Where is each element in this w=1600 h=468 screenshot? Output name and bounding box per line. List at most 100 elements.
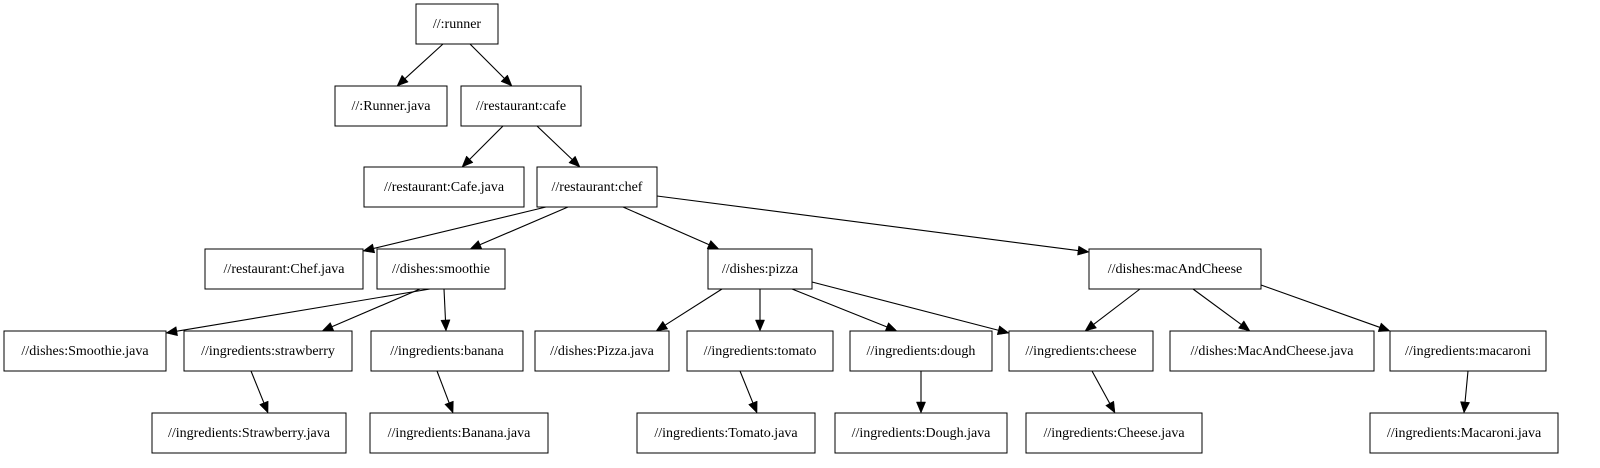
edge-arrowhead — [655, 320, 669, 332]
edge-line — [656, 195, 1079, 252]
graph-edge — [1091, 370, 1116, 414]
graph-edge — [250, 370, 269, 414]
graph-edge — [436, 370, 454, 414]
graph-edge — [469, 206, 569, 250]
edge-line — [404, 43, 444, 79]
graph-edge — [536, 125, 581, 168]
graph-edge — [811, 281, 1010, 335]
node-box[interactable] — [707, 248, 813, 290]
node-label: //ingredients:cheese — [1025, 344, 1136, 359]
node-box[interactable] — [834, 412, 1008, 454]
node-box[interactable] — [204, 248, 364, 290]
node-box[interactable] — [534, 330, 670, 372]
edge-line — [469, 43, 505, 79]
graph-node-mac_java[interactable]: //dishes:MacAndCheese.java — [1169, 330, 1375, 372]
graph-node-runner_java[interactable]: //:Runner.java — [334, 85, 448, 127]
node-label: //ingredients:Macaroni.java — [1387, 426, 1542, 441]
graph-edge — [1084, 288, 1141, 332]
node-label: //restaurant:chef — [552, 180, 643, 195]
node-label: //ingredients:tomato — [704, 344, 817, 359]
graph-edge — [362, 206, 547, 254]
graph-node-ing_macaroni[interactable]: //ingredients:macaroni — [1389, 330, 1547, 372]
edge-arrowhead — [996, 325, 1010, 335]
node-label: //ingredients:Tomato.java — [654, 426, 798, 441]
graph-node-dishes_pizza[interactable]: //dishes:pizza — [707, 248, 813, 290]
edge-line — [1093, 288, 1141, 325]
graph-edge — [1192, 288, 1251, 332]
edge-arrowhead — [748, 400, 758, 414]
node-box[interactable] — [363, 166, 525, 208]
graph-node-restaurant_chef[interactable]: //restaurant:chef — [536, 166, 658, 208]
graph-edge — [755, 289, 765, 332]
node-label: //dishes:Smoothie.java — [21, 344, 149, 359]
edge-line — [1464, 370, 1469, 403]
edge-arrowhead — [321, 321, 335, 332]
node-label: //ingredients:Dough.java — [852, 426, 992, 441]
graph-node-cheese_java[interactable]: //ingredients:Cheese.java — [1025, 412, 1203, 454]
edge-arrowhead — [884, 322, 898, 332]
node-box[interactable] — [686, 330, 834, 372]
graph-edge — [461, 125, 504, 168]
graph-node-ing_dough[interactable]: //ingredients:dough — [849, 330, 993, 372]
node-box[interactable] — [1369, 412, 1559, 454]
graph-node-ing_banana[interactable]: //ingredients:banana — [370, 330, 524, 372]
graph-node-cafe_java[interactable]: //restaurant:Cafe.java — [363, 166, 525, 208]
edge-line — [443, 288, 447, 321]
node-box[interactable] — [1169, 330, 1375, 372]
node-label: //dishes:pizza — [722, 262, 799, 277]
node-label: //dishes:smoothie — [392, 262, 490, 277]
edge-arrowhead — [461, 155, 474, 168]
node-box[interactable] — [1008, 330, 1154, 372]
graph-node-chef_java[interactable]: //restaurant:Chef.java — [204, 248, 364, 290]
node-label: //restaurant:Chef.java — [224, 262, 346, 277]
graph-node-dough_java[interactable]: //ingredients:Dough.java — [834, 412, 1008, 454]
graph-node-pizza_java[interactable]: //dishes:Pizza.java — [534, 330, 670, 372]
node-box[interactable] — [1389, 330, 1547, 372]
edge-line — [664, 288, 723, 326]
node-box[interactable] — [334, 85, 448, 127]
node-box[interactable] — [636, 412, 816, 454]
graph-node-runner[interactable]: //:runner — [415, 3, 499, 45]
node-label: //:Runner.java — [352, 99, 432, 114]
edge-arrowhead — [1460, 401, 1471, 414]
edge-arrowhead — [1237, 320, 1251, 332]
node-box[interactable] — [460, 85, 582, 127]
node-box[interactable] — [151, 412, 347, 454]
node-label: //restaurant:Cafe.java — [384, 180, 505, 195]
edge-line — [469, 125, 504, 160]
node-label: //:runner — [433, 17, 482, 32]
node-box[interactable] — [1025, 412, 1203, 454]
graph-node-dishes_smoothie[interactable]: //dishes:smoothie — [376, 248, 506, 290]
node-box[interactable] — [183, 330, 353, 372]
node-box[interactable] — [376, 248, 506, 290]
graph-edge — [165, 288, 431, 337]
graph-node-smoothie_java[interactable]: //dishes:Smoothie.java — [3, 330, 167, 372]
node-box[interactable] — [369, 412, 549, 454]
graph-node-ing_cheese[interactable]: //ingredients:cheese — [1008, 330, 1154, 372]
graph-node-tomato_java[interactable]: //ingredients:Tomato.java — [636, 412, 816, 454]
node-box[interactable] — [849, 330, 993, 372]
graph-node-ing_tomato[interactable]: //ingredients:tomato — [686, 330, 834, 372]
graph-node-macaroni_java[interactable]: //ingredients:Macaroni.java — [1369, 412, 1559, 454]
edge-arrowhead — [396, 74, 409, 87]
graph-node-restaurant_cafe[interactable]: //restaurant:cafe — [460, 85, 582, 127]
edge-arrowhead — [755, 319, 765, 332]
edge-line — [436, 370, 450, 403]
node-box[interactable] — [415, 3, 499, 45]
graph-edge — [396, 43, 444, 87]
graph-node-ing_strawberry[interactable]: //ingredients:strawberry — [183, 330, 353, 372]
graph-node-dishes_mac[interactable]: //dishes:macAndCheese — [1088, 248, 1262, 290]
graph-edge — [622, 206, 720, 250]
graph-node-banana_java[interactable]: //ingredients:Banana.java — [369, 412, 549, 454]
node-box[interactable] — [3, 330, 167, 372]
edge-line — [250, 370, 265, 404]
edge-arrowhead — [1377, 322, 1391, 332]
edge-arrowhead — [165, 326, 178, 337]
edge-arrowhead — [259, 400, 269, 414]
graph-node-strawberry_java[interactable]: //ingredients:Strawberry.java — [151, 412, 347, 454]
node-box[interactable] — [1088, 248, 1262, 290]
node-box[interactable] — [536, 166, 658, 208]
node-box[interactable] — [370, 330, 524, 372]
graph-edge — [321, 288, 421, 332]
